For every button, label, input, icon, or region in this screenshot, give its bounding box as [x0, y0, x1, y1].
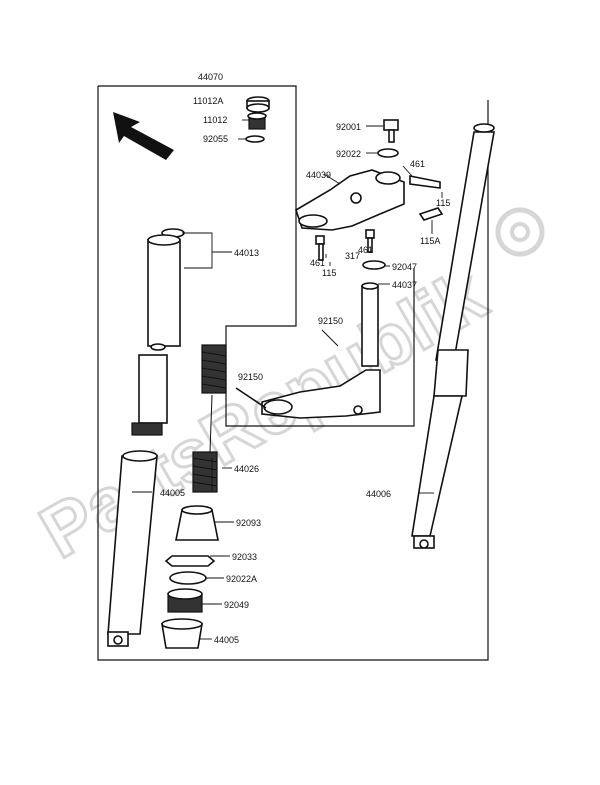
- label-461-left: 461: [310, 258, 325, 268]
- label-44070: 44070: [198, 72, 223, 82]
- bushing-washer: [167, 588, 203, 613]
- label-44013: 44013: [234, 248, 259, 258]
- top-plug: [247, 112, 267, 130]
- top-plug-cap: [246, 96, 270, 113]
- leader-lines: [132, 100, 443, 640]
- label-461-mid: 461: [358, 245, 373, 255]
- label-115-right: 115: [436, 198, 450, 208]
- seal-ring: [362, 260, 386, 270]
- bolt-92150-top: [321, 329, 339, 347]
- label-92150-top: 92150: [318, 316, 343, 326]
- part-number-labels: 44070 11012A 11012 92055 44013 44026 440…: [160, 72, 450, 645]
- fork-spring: [192, 344, 227, 493]
- label-115A: 115A: [420, 236, 440, 246]
- upper-bracket: [295, 169, 405, 231]
- label-115-bottom: 115: [322, 268, 336, 278]
- label-44039: 44039: [306, 170, 331, 180]
- oil-seal: [169, 571, 207, 585]
- o-ring-small: [245, 135, 265, 143]
- steering-stem: [361, 282, 379, 367]
- fork-leg-right: [411, 123, 495, 549]
- label-92022: 92022: [336, 149, 361, 159]
- gear-watermark-icon: [495, 207, 545, 257]
- bolt-right-top: [409, 175, 441, 189]
- bolt-92150-left: [235, 387, 267, 409]
- label-92150-left: 92150: [238, 372, 263, 382]
- snap-ring: [164, 555, 216, 567]
- label-92001: 92001: [336, 122, 361, 132]
- label-11012A: 11012A: [193, 96, 223, 106]
- lower-bracket: [261, 369, 381, 419]
- outer-tube-left: [107, 450, 158, 647]
- label-317: 317: [345, 251, 360, 261]
- label-44005-holder: 44005: [214, 635, 239, 645]
- damper-rod: [131, 234, 181, 436]
- label-461-top: 461: [410, 159, 425, 169]
- label-44006: 44006: [366, 489, 391, 499]
- guide-bushing: [161, 618, 203, 649]
- label-92093: 92093: [236, 518, 261, 528]
- label-44037: 44037: [392, 280, 417, 290]
- handlebar-bolt: [383, 119, 399, 143]
- label-92049: 92049: [224, 600, 249, 610]
- label-11012: 11012: [203, 115, 227, 125]
- assembly-frame: [98, 85, 415, 427]
- label-92055: 92055: [203, 134, 228, 144]
- bolt-right-lower: [418, 207, 444, 221]
- dust-seal: [175, 505, 219, 541]
- washer-top: [377, 148, 399, 158]
- label-44005-tube: 44005: [160, 488, 185, 498]
- label-92033: 92033: [232, 552, 257, 562]
- label-92022A: 92022A: [226, 574, 257, 584]
- label-92047: 92047: [392, 262, 417, 272]
- assembly-frame-main: [97, 86, 489, 661]
- direction-arrow-icon: [113, 112, 174, 160]
- label-44026: 44026: [234, 464, 259, 474]
